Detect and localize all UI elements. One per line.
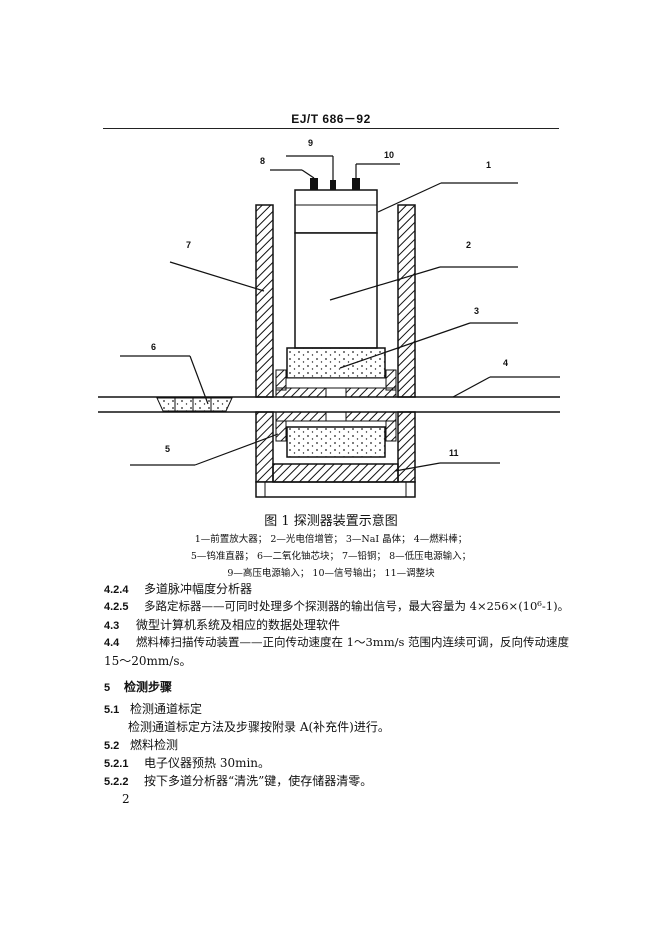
label-3: 3 [474,306,480,316]
figure-legend-line-2: 5—钨准直器； 6—二氧化铀芯块； 7—铅铜； 8—低压电源输入； [190,551,472,562]
label-10: 10 [384,150,395,160]
body-line: 15～20mm/s。 [104,652,192,669]
label-7: 7 [186,240,192,250]
label-8: 8 [260,156,266,166]
clause-text: 15～20mm/s。 [104,654,192,668]
nai-crystal-lower [286,426,386,458]
label-1: 1 [486,160,492,170]
body-line: 5.2.2 按下多道分析器“清洗”键，使存储器清零。 [104,772,372,789]
clause-number: 5.2.1 [104,758,129,770]
body-line: 5.2.1 电子仪器预热 30min。 [104,754,270,771]
clause-number: 4.2.5 [104,601,129,613]
label-9: 9 [308,138,314,148]
section-heading: 5 检测步骤 [104,678,172,695]
adjusting-block [272,463,399,483]
shield-base [255,481,416,498]
nai-crystal-upper [286,347,386,379]
preamplifier [294,189,378,234]
clause-text: 多路定标器——可同时处理多个探测器的输出信号，最大容量为 4×256×(10⁶-… [144,599,570,613]
label-11: 11 [449,448,459,458]
body-line: 4.3 微型计算机系统及相应的数据处理软件 [104,616,340,633]
collimator-upper-right [345,387,397,398]
page-number: 2 [122,792,130,806]
clause-text: 电子仪器预热 30min。 [144,756,271,770]
collimator-upper-left [275,387,327,398]
section-title: 检测步骤 [124,680,173,694]
clause-number: 5.2 [104,740,120,752]
collimator-lower-right [345,411,397,422]
clause-number: 5.2.2 [104,776,129,788]
figure-legend-line-3: 9—高压电源输入； 10—信号输出； 11—调整块 [227,568,435,579]
section-number: 5 [104,682,111,694]
label-2: 2 [466,240,472,250]
clause-text: 微型计算机系统及相应的数据处理软件 [136,618,341,632]
lead-shield-left-lower [255,411,274,483]
label-6: 6 [151,342,157,352]
clause-text: 按下多道分析器“清洗”键，使存储器清零。 [144,774,373,788]
clause-text: 燃料检测 [130,738,179,752]
header-rule [103,128,559,129]
figure-legend-line-1: 1—前置放大器； 2—光电倍增管； 3—NaI 晶体； 4—燃料棒； [194,534,468,545]
photomultiplier [294,232,378,349]
clause-text: 多道脉冲幅度分析器 [144,582,253,596]
clause-number: 5.1 [104,704,120,716]
clause-number: 4.4 [104,637,120,649]
body-line: 4.4 燃料棒扫描传动装置——正向传动速度在 1～3mm/s 范围内连续可调，反向… [104,634,569,650]
body-line: 5.2 燃料检测 [104,736,178,753]
body-line: 检测通道标定方法及步骤按附录 A(补充件)进行。 [128,718,390,735]
lead-shield-right-wall [397,204,416,398]
label-4: 4 [503,358,509,368]
lead-shield-right-lower [397,411,416,483]
clause-number: 4.3 [104,620,120,632]
page-header: EJ/T 686－92 [291,112,371,126]
label-5: 5 [165,444,171,454]
body-line: 4.2.4 多道脉冲幅度分析器 [104,580,252,597]
clause-text: 燃料棒扫描传动装置——正向传动速度在 1～3mm/s 范围内连续可调，反向传动速… [136,635,570,649]
collimator-lower-left [275,411,327,422]
detector-diagram [98,155,560,498]
clause-number: 4.2.4 [104,584,129,596]
lead-shield-left-wall [255,204,274,398]
clause-text: 检测通道标定方法及步骤按附录 A(补充件)进行。 [128,720,390,734]
body-line: 5.1 检测通道标定 [104,700,202,717]
clause-text: 检测通道标定 [130,702,203,716]
body-line: 4.2.5 多路定标器——可同时处理多个探测器的输出信号，最大容量为 4×256×… [104,598,569,614]
figure-caption: 图 1 探测器装置示意图 [264,514,398,529]
uo2-pellets [156,397,233,412]
